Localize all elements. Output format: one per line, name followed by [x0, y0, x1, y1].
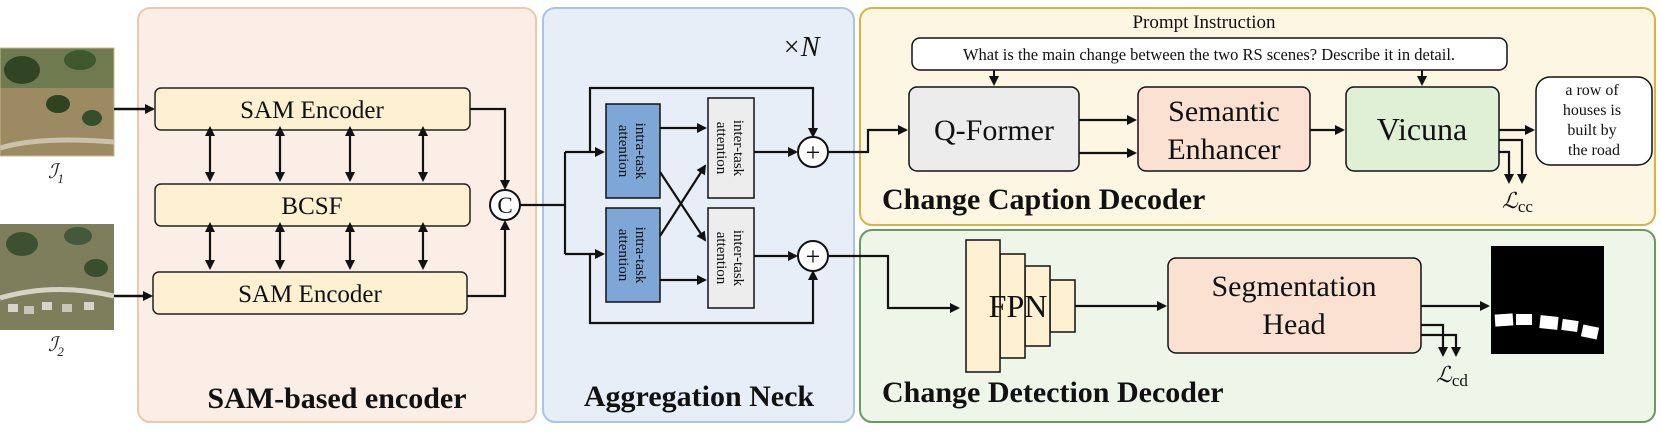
- prompt-box: [911, 37, 1508, 71]
- plus-bottom-symbol: +: [806, 242, 821, 271]
- intra-task-attention-top: [605, 103, 661, 199]
- detection-decoder-title: Change Detection Decoder: [882, 376, 1224, 409]
- caption-decoder-title: Change Caption Decoder: [882, 183, 1205, 216]
- change-mask-output: [1491, 246, 1604, 354]
- neck-panel: [542, 7, 855, 423]
- input-image-2: [0, 224, 115, 330]
- inter-task-attention-bottom: [707, 207, 755, 309]
- skip-connection-top: [588, 86, 818, 152]
- sam-encoder-top-label: SAM Encoder: [240, 97, 384, 124]
- intra-top-label: intra-taskattention: [615, 123, 648, 180]
- fpn-label: FPN: [989, 288, 1048, 324]
- prompt-label: Prompt Instruction: [1132, 12, 1276, 33]
- input-image-1: [0, 47, 115, 157]
- arrow-sam-bottom-to-concat: [467, 220, 510, 298]
- bcsf-block: [154, 183, 471, 227]
- sam-encoder-bottom: [152, 271, 468, 315]
- intra-task-attention-bottom: [605, 207, 661, 303]
- arrow-seg-to-loss-1: [1421, 323, 1448, 357]
- encoder-title: SAM-based encoder: [207, 382, 466, 415]
- plus-top-symbol: +: [806, 138, 821, 167]
- fpn-block: [965, 239, 1076, 373]
- arrow-neck-to-fpn: [828, 254, 960, 313]
- arrow-seg-to-loss-2: [1421, 333, 1461, 357]
- qformer-label: Q-Former: [934, 114, 1054, 147]
- neck-title: Aggregation Neck: [584, 380, 815, 413]
- inter-bottom-label: inter-taskattention: [713, 230, 746, 287]
- image2-label: ℐ2: [48, 334, 64, 359]
- arrow-vicuna-to-loss-2: [1499, 138, 1527, 184]
- arrow-sam-top-to-concat: [470, 107, 510, 190]
- loss-cd: ℒcd: [1436, 362, 1468, 390]
- loss-cc: ℒcc: [1502, 188, 1533, 216]
- qformer-block: [908, 86, 1080, 172]
- intra-bottom-label: intra-taskattention: [615, 227, 648, 284]
- concat-symbol: C: [497, 193, 512, 218]
- caption-output-box: [1535, 76, 1653, 166]
- arrow-neck-to-qformer: [828, 125, 908, 154]
- vicuna-label: Vicuna: [1377, 111, 1467, 147]
- skip-connection-bottom: [588, 254, 818, 325]
- caption-output-text: a row of houses is built by the road: [1563, 82, 1625, 159]
- prompt-text: What is the main change between the two …: [963, 45, 1455, 64]
- arrow-vicuna-to-loss-1: [1499, 150, 1514, 184]
- cross-attention-arrows: [659, 123, 707, 285]
- image1-label: ℐ1: [48, 161, 64, 186]
- bcsf-interaction-arrows: [205, 126, 428, 270]
- inter-top-label: inter-taskattention: [713, 120, 746, 177]
- bcsf-label: BCSF: [281, 193, 342, 220]
- repeat-label: ×N: [782, 32, 821, 63]
- inter-task-attention-top: [707, 97, 755, 199]
- sam-encoder-bottom-label: SAM Encoder: [238, 281, 382, 308]
